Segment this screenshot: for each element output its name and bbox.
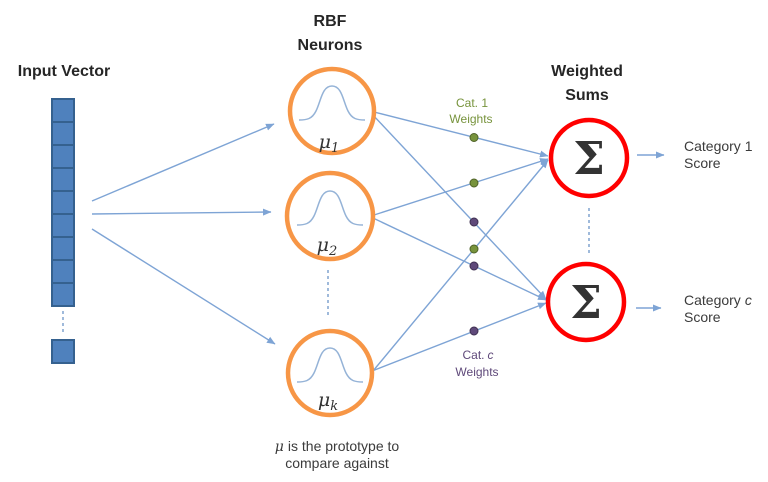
- sum-circle: [545, 261, 627, 343]
- cat1-weight-dot: [469, 244, 479, 254]
- cat1-weight-dots: [469, 133, 479, 254]
- catc-weights-label-line1: Cat.c: [462, 348, 493, 362]
- input-cell: [51, 213, 75, 238]
- connector-line: [373, 111, 549, 158]
- catc-weight-dots: [469, 217, 479, 336]
- input-cell: [51, 190, 75, 215]
- cat1-weight-dot: [469, 133, 479, 142]
- rbf-neuron-circle: [287, 66, 377, 156]
- gaussian-curve-icon: [296, 347, 364, 383]
- catc-weight-dot: [469, 261, 479, 271]
- connector-line: [371, 302, 547, 372]
- catc-weight-dot: [469, 326, 479, 336]
- input-cell: [51, 167, 75, 192]
- rbf-neurons: [284, 66, 377, 418]
- sum-circles: [545, 117, 630, 343]
- input-arrow: [91, 123, 275, 202]
- connector-line: [373, 158, 549, 216]
- categoryc-score-line2: Score: [684, 309, 721, 325]
- connector-line: [371, 113, 547, 300]
- input-arrow: [91, 228, 276, 345]
- category1-score-line1: Category 1: [684, 138, 753, 154]
- connector-line: [372, 159, 549, 372]
- input-cell: [51, 236, 75, 261]
- rbf-title-line2: Neurons: [298, 37, 363, 54]
- input-cell-extra: [51, 339, 75, 364]
- cat1-weights-label-line2: Weights: [449, 112, 492, 126]
- input-cell: [51, 121, 75, 146]
- caption-line2: compare against: [285, 455, 389, 471]
- gaussian-curve-icon: [298, 85, 366, 121]
- catc-weight-dot: [469, 217, 479, 227]
- input-arrow: [91, 208, 272, 216]
- sum-circle: [548, 117, 630, 199]
- cat1-weights-label-line1: Cat. 1: [456, 96, 488, 110]
- sigma-symbol: Σ: [573, 132, 605, 185]
- input-title: Input Vector: [18, 63, 110, 80]
- input-cell: [51, 144, 75, 169]
- sigma-symbol: Σ: [570, 276, 602, 329]
- gaussian-curve-icon: [296, 190, 364, 226]
- category1-score-line2: Score: [684, 155, 721, 171]
- output-arrows: [636, 151, 665, 312]
- rbf-neuron-circle: [284, 170, 376, 262]
- input-arrows: [91, 123, 276, 345]
- connector-line: [372, 217, 547, 301]
- input-vector-stack: [51, 98, 75, 364]
- sums-title-line2: Sums: [565, 87, 609, 104]
- rbf-neuron-circle: [285, 328, 375, 418]
- mu-label: μ2: [317, 234, 338, 259]
- neuron-to-sum-connectors: [371, 111, 549, 372]
- cat1-weight-dot: [469, 178, 479, 188]
- input-cell: [51, 259, 75, 284]
- catc-weights-label-line2: Weights: [455, 365, 498, 379]
- input-cell: [51, 98, 75, 123]
- input-cell: [51, 282, 75, 307]
- sums-title-line1: Weighted: [551, 63, 623, 80]
- rbf-title-line1: RBF: [314, 13, 347, 30]
- gaussian-curves: [296, 85, 366, 383]
- mu-label: μk: [318, 389, 338, 414]
- mu-label: μ1: [319, 131, 340, 156]
